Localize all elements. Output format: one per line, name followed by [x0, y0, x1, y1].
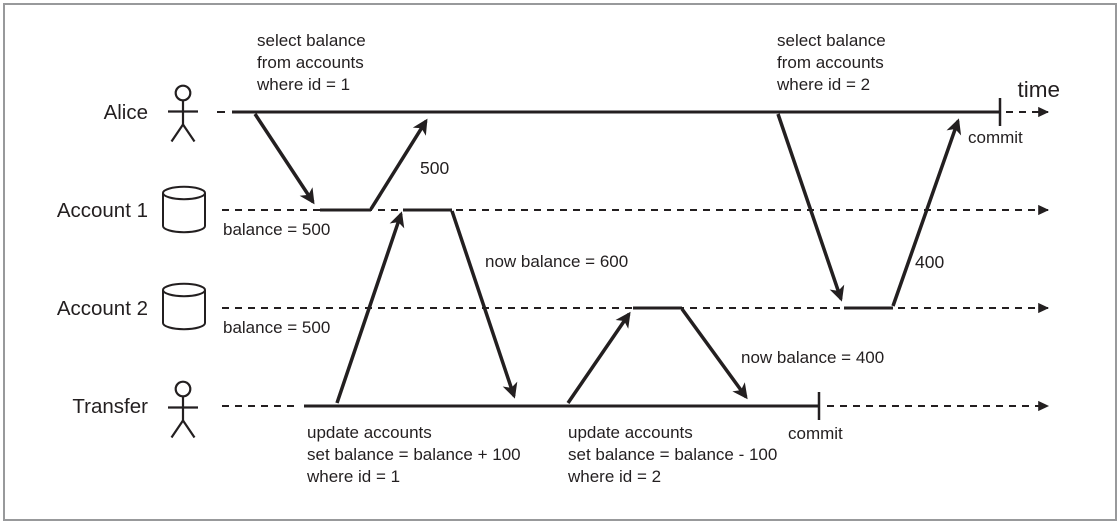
arrow-alice-read-account1 — [253, 113, 315, 205]
query-line: where id = 1 — [306, 467, 400, 486]
lane-label-alice: Alice — [104, 101, 148, 124]
read-result-400: 400 — [915, 252, 944, 272]
person-icon — [168, 380, 198, 439]
query-line: select balance — [777, 31, 886, 50]
query-line: where id = 1 — [256, 75, 350, 94]
arrow-alice-read-account2 — [776, 113, 845, 302]
alice-query2-text: select balance from accounts where id = … — [776, 31, 886, 94]
lane-label-account2: Account 2 — [57, 297, 148, 320]
transfer-update1-text: update accounts set balance = balance + … — [306, 423, 521, 486]
arrow-account1-return-transfer — [450, 210, 518, 399]
database-icon — [162, 185, 206, 234]
arrow-transfer-update-account1 — [335, 211, 405, 404]
account1-balance-note: balance = 500 — [223, 220, 330, 239]
lane-label-account1: Account 1 — [57, 199, 148, 222]
query-line: from accounts — [257, 53, 364, 72]
transfer-update2-text: update accounts set balance = balance - … — [567, 423, 777, 486]
lane-label-transfer: Transfer — [72, 395, 148, 418]
query-line: where id = 2 — [776, 75, 870, 94]
arrow-account2-return-transfer — [680, 307, 748, 400]
alice-commit-label: commit — [968, 128, 1023, 147]
person-icon — [168, 84, 198, 143]
query-line: from accounts — [777, 53, 884, 72]
query-line: update accounts — [307, 423, 432, 442]
database-icon — [162, 282, 206, 331]
time-axis-label: time — [1017, 77, 1060, 102]
update2-result-note: now balance = 400 — [741, 348, 884, 367]
query-line: select balance — [257, 31, 366, 50]
account2-balance-note: balance = 500 — [223, 318, 330, 337]
query-line: set balance = balance - 100 — [568, 445, 777, 464]
arrow-account2-return-400 — [891, 118, 962, 307]
query-line: where id = 2 — [567, 467, 661, 486]
arrow-transfer-update-account2 — [566, 311, 631, 404]
query-line: update accounts — [568, 423, 693, 442]
arrow-account1-return-500 — [369, 118, 428, 210]
transfer-commit-label: commit — [788, 424, 843, 443]
alice-query1-text: select balance from accounts where id = … — [256, 31, 366, 94]
update1-result-note: now balance = 600 — [485, 252, 628, 271]
query-line: set balance = balance + 100 — [307, 445, 521, 464]
read-result-500: 500 — [420, 158, 449, 178]
